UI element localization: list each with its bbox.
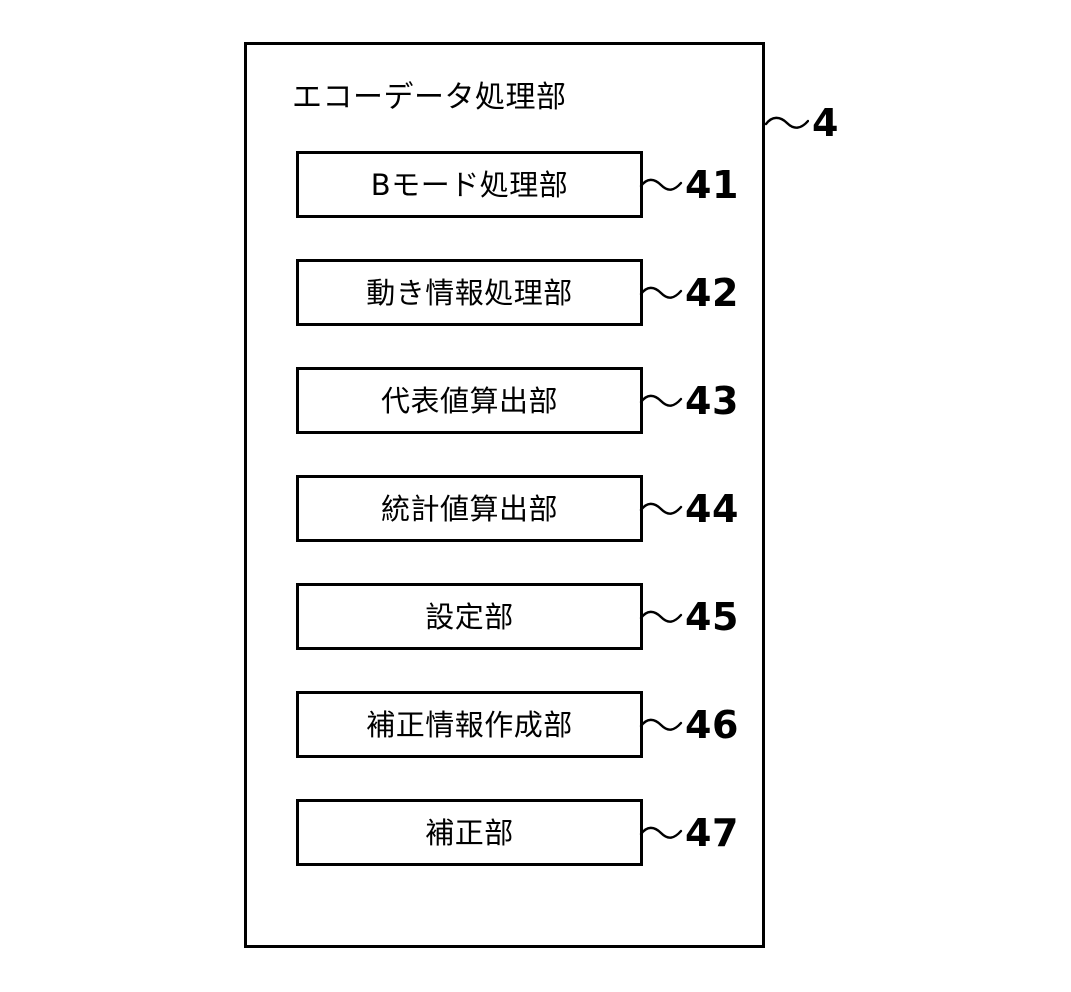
unit-box-label: 設定部: [425, 599, 514, 634]
unit-box-label: 動き情報処理部: [366, 275, 573, 310]
unit-box-correction-information-creation: 補正情報作成部 46: [296, 691, 738, 758]
lead-line-45: 45: [639, 594, 739, 639]
reference-numeral: 42: [685, 270, 739, 315]
reference-numeral: 41: [685, 162, 739, 207]
unit-box-statistical-value-calculation: 統計値算出部 44: [296, 475, 738, 542]
lead-line-46: 46: [639, 702, 739, 747]
unit-box-correction: 補正部 47: [296, 799, 738, 866]
reference-numeral: 44: [685, 486, 739, 531]
squiggle-icon: [639, 394, 683, 407]
squiggle-icon: [639, 610, 683, 623]
lead-line-41: 41: [639, 162, 739, 207]
unit-box-motion-information-processing: 動き情報処理部 42: [296, 259, 738, 326]
lead-line-44: 44: [639, 486, 739, 531]
squiggle-icon: [639, 718, 683, 731]
squiggle-icon: [639, 178, 683, 191]
unit-box-list: Bモード処理部 41 動き情報処理部 42: [296, 151, 738, 866]
block-title: エコーデータ処理部: [292, 80, 567, 115]
lead-line-42: 42: [639, 270, 739, 315]
reference-numeral: 43: [685, 378, 739, 423]
reference-numeral: 45: [685, 594, 739, 639]
unit-box-b-mode-processing: Bモード処理部 41: [296, 151, 738, 218]
squiggle-icon: [639, 502, 683, 515]
unit-box-label: Bモード処理部: [370, 167, 569, 202]
reference-numeral: 46: [685, 702, 739, 747]
unit-box-representative-value-calculation: 代表値算出部 43: [296, 367, 738, 434]
reference-numeral: 47: [685, 810, 739, 855]
squiggle-icon: [639, 826, 683, 839]
unit-box-setting: 設定部 45: [296, 583, 738, 650]
squiggle-icon: [765, 116, 809, 129]
unit-box-label: 統計値算出部: [380, 491, 558, 526]
unit-box-label: 補正部: [425, 815, 514, 850]
echo-data-processing-unit-block: エコーデータ処理部 Bモード処理部 41 動き情報処理部: [244, 42, 765, 948]
squiggle-icon: [639, 286, 683, 299]
lead-line-4: 4: [765, 104, 839, 142]
lead-line-43: 43: [639, 378, 739, 423]
unit-box-label: 補正情報作成部: [366, 707, 573, 742]
reference-numeral: 4: [812, 101, 839, 145]
unit-box-label: 代表値算出部: [380, 383, 558, 418]
lead-line-47: 47: [639, 810, 739, 855]
